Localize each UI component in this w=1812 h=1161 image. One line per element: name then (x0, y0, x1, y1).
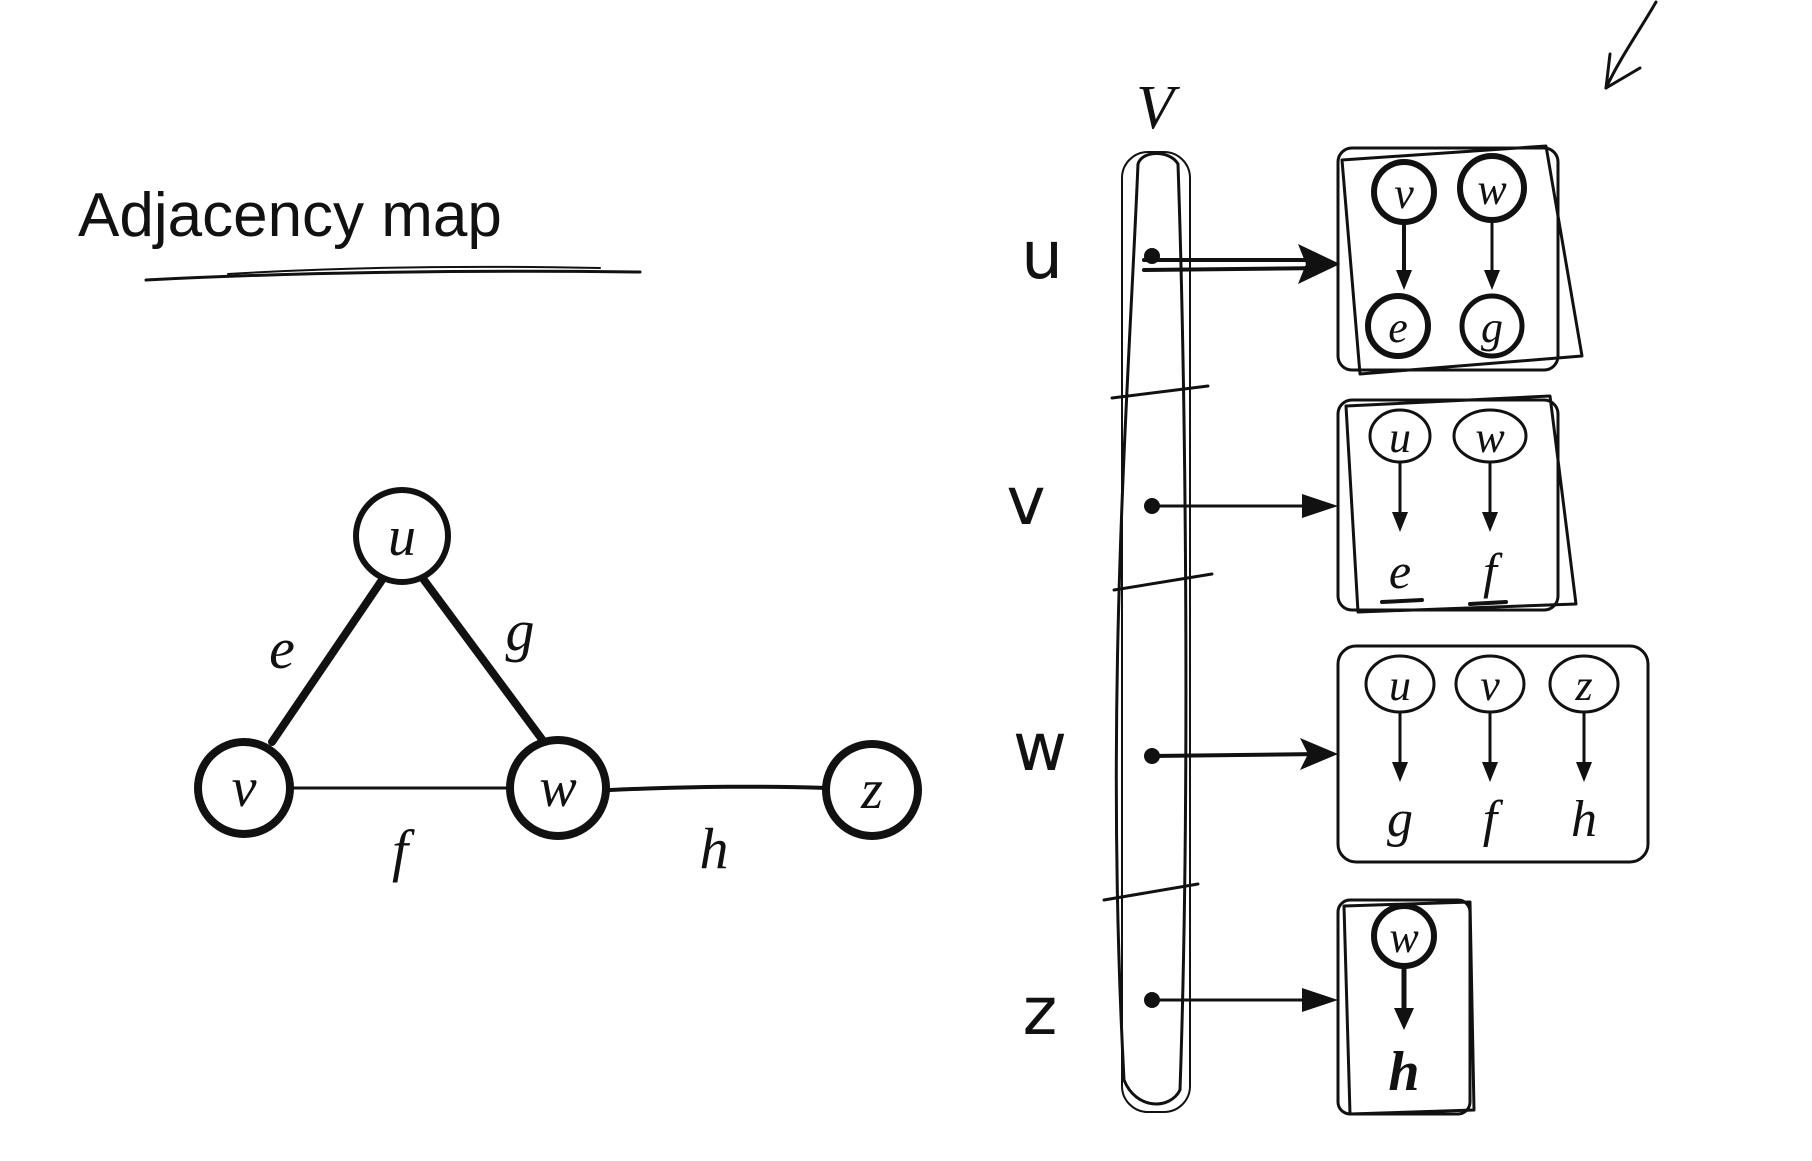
map-box-u: v w e g (1336, 144, 1584, 376)
map-box-v-vertex-1: w (1475, 413, 1505, 462)
map-box-u-edge-0: e (1388, 303, 1408, 352)
map-box-v-link-0-head (1392, 512, 1408, 532)
map-divider-2 (1112, 572, 1214, 592)
title-underline-stroke (227, 265, 601, 275)
map-box-u-edge-1-ring (1459, 293, 1525, 359)
map-box-w-edge-1: f (1483, 791, 1504, 848)
map-header: V (1136, 74, 1180, 142)
map-box-w-link-1-head (1482, 762, 1498, 782)
map-box-v-vertex-0-ring (1368, 408, 1432, 464)
map-box-w-vertex-2: z (1574, 661, 1592, 710)
graph: u v w z e g f h (194, 487, 922, 883)
map-box-u-sketch (1340, 144, 1584, 376)
map-key-w: w (1013, 709, 1067, 786)
map-box-w-edge-0: g (1387, 791, 1413, 848)
map-row-v-arrowhead (1302, 494, 1338, 518)
graph-vertex-w (506, 736, 610, 840)
map-divider-1 (1110, 384, 1210, 400)
graph-edge-h (608, 784, 830, 792)
map-box-w-edge-2: h (1571, 791, 1597, 848)
map-box-u-link-1-head (1484, 270, 1500, 290)
graph-edge-e-label: e (269, 616, 295, 681)
map-box-z-link-0-head (1394, 1008, 1414, 1030)
map-box-w-vertex-1-ring (1454, 654, 1526, 714)
map-key-u: u (1021, 217, 1063, 294)
map-row-w-arrowhead (1300, 738, 1338, 770)
map-key-v: v (1006, 463, 1045, 540)
title-underline (144, 269, 642, 282)
map-box-v-edge-underlines (1380, 598, 1508, 606)
map-box-z-vertex-0: w (1389, 913, 1419, 962)
graph-edge-g (420, 576, 548, 746)
map-box-u-edge-0-ring (1365, 293, 1431, 359)
graph-edge-g-label: g (506, 598, 535, 663)
map-key-z: z (1023, 973, 1058, 1050)
graph-vertex-v-label: v (232, 757, 257, 819)
map-row-w-arrow (1150, 752, 1322, 758)
map-row-u-arrow (1142, 258, 1328, 272)
map-box-w-vertex-2-ring (1548, 654, 1620, 714)
graph-vertex-u (353, 487, 451, 585)
graph-vertex-v (194, 738, 294, 838)
map-divider-3 (1102, 882, 1200, 902)
pen-stroke-mark (1604, 0, 1658, 90)
map-column (1121, 151, 1191, 1113)
map-box-v-vertex-0: u (1389, 413, 1411, 462)
adjacency-map: V u v w z v w (1006, 74, 1650, 1116)
map-box-v-edge-0: e (1389, 543, 1411, 599)
map-box-v-sketch (1344, 394, 1578, 614)
map-box-u-edge-1: g (1481, 303, 1503, 352)
map-box-v-link-1-head (1482, 512, 1498, 532)
map-column-sketch (1114, 152, 1188, 1106)
map-box-w: u v z g f h (1336, 644, 1650, 864)
graph-vertex-z-label: z (860, 759, 883, 821)
map-row-z-arrowhead (1302, 988, 1338, 1012)
graph-vertex-u-label: u (388, 506, 416, 568)
map-box-u-vertex-1-ring (1457, 153, 1527, 223)
page-title: Adjacency map (78, 181, 502, 250)
map-box-w-vertex-0: u (1389, 661, 1411, 710)
graph-edge-h-label: h (700, 816, 729, 881)
map-box-z-sketch (1342, 900, 1476, 1116)
map-box-u-vertex-0: v (1394, 169, 1414, 218)
map-box-v: u w e f (1336, 394, 1578, 614)
map-box-w-vertex-0-ring (1364, 654, 1436, 714)
graph-edge-e (268, 576, 386, 746)
map-box-z-edge-0: h (1388, 1041, 1419, 1103)
graph-vertex-w-label: w (539, 757, 576, 819)
map-box-u-vertex-1: w (1477, 165, 1507, 214)
map-box-z: w h (1336, 898, 1476, 1116)
graph-vertex-z (822, 740, 922, 840)
pen-arrowhead-mark (1604, 52, 1642, 90)
map-box-u-link-0-head (1396, 270, 1412, 290)
map-box-w-link-2-head (1576, 762, 1592, 782)
map-box-w-link-0-head (1392, 762, 1408, 782)
graph-edge-f-label: f (392, 818, 415, 883)
map-box-w-vertex-1: v (1480, 661, 1500, 710)
map-box-v-edge-1: f (1483, 543, 1503, 599)
map-box-v-vertex-1-ring (1452, 408, 1528, 464)
map-row-u-arrowhead (1298, 244, 1340, 284)
